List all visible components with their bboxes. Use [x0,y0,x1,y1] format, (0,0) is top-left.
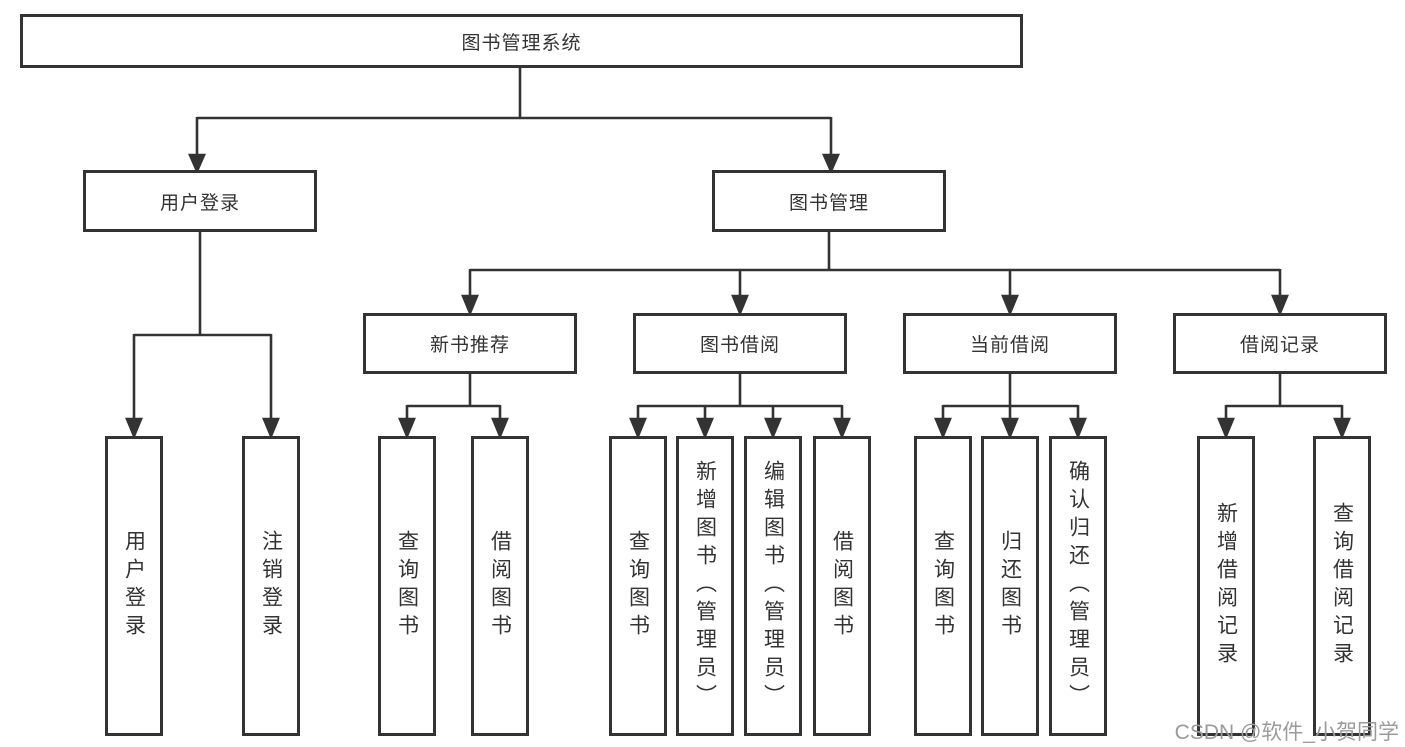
leaf-query-books-1: 查询图书 [378,436,436,736]
node-book-borrow: 图书借阅 [633,313,847,374]
node-current-borrow: 当前借阅 [903,313,1117,374]
leaf-query-books-2: 查询图书 [609,436,667,736]
leaf-user-login: 用户登录 [105,436,163,736]
leaf-add-borrow-record: 新增借阅记录 [1197,436,1255,736]
leaf-label: 确认归还（管理员） [1066,460,1090,712]
leaf-label: 新增借阅记录 [1214,502,1238,670]
node-new-book-recommend: 新书推荐 [363,313,577,374]
leaf-label: 编辑图书（管理员） [761,460,785,712]
leaf-confirm-return-admin: 确认归还（管理员） [1049,436,1107,736]
leaf-edit-book-admin: 编辑图书（管理员） [744,436,802,736]
leaf-logout: 注销登录 [242,436,300,736]
leaf-add-book-admin: 新增图书（管理员） [676,436,734,736]
leaf-label: 查询图书 [395,530,419,642]
node-user-login-group: 用户登录 [83,170,317,232]
leaf-label: 查询图书 [931,530,955,642]
node-system-root: 图书管理系统 [20,14,1023,68]
node-book-management: 图书管理 [712,170,946,232]
leaf-borrow-books-2: 借阅图书 [813,436,871,736]
leaf-return-book: 归还图书 [981,436,1039,736]
csdn-watermark: CSDN @软件_小贺同学 [1174,721,1399,744]
leaf-label: 借阅图书 [830,530,854,642]
leaf-label: 用户登录 [122,530,146,642]
leaf-query-borrow-record: 查询借阅记录 [1313,436,1371,736]
leaf-label: 查询借阅记录 [1330,502,1354,670]
leaf-query-books-3: 查询图书 [914,436,972,736]
leaf-label: 查询图书 [626,530,650,642]
leaf-label: 新增图书（管理员） [693,460,717,712]
leaf-label: 归还图书 [998,530,1022,642]
leaf-borrow-books-1: 借阅图书 [471,436,529,736]
node-borrow-records: 借阅记录 [1173,313,1387,374]
leaf-label: 借阅图书 [488,530,512,642]
leaf-label: 注销登录 [259,530,283,642]
